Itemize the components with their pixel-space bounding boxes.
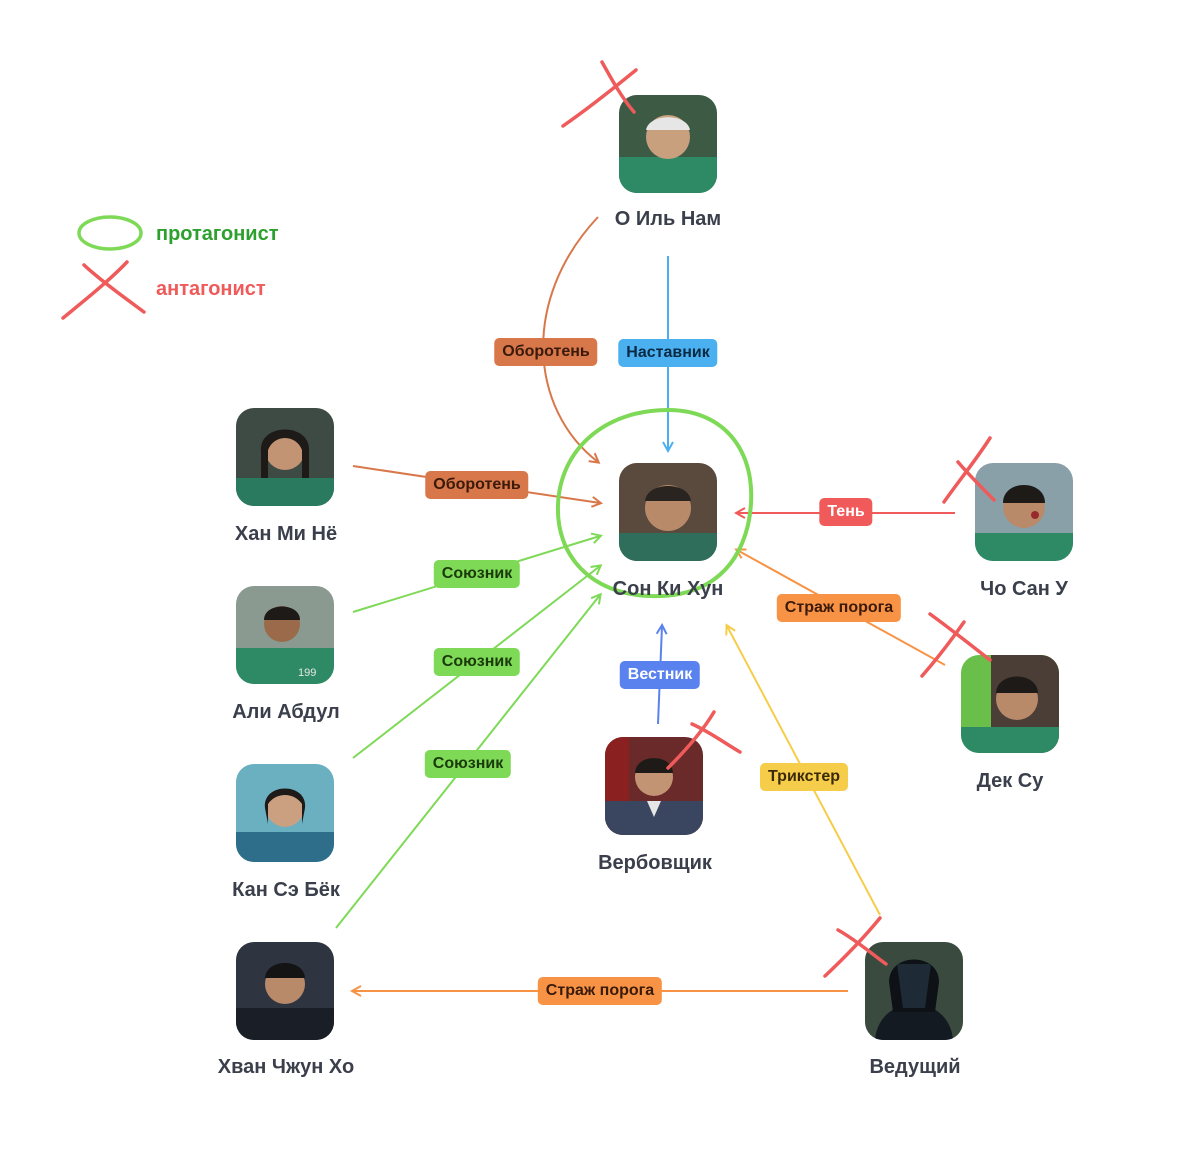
name-recruiter: Вербовщик [598,852,712,874]
name-seong: Сон Ки Хун [612,578,724,600]
label-trickster: Трикстер [760,763,848,791]
label-shadow: Тень [819,498,873,526]
label-ally-kang: Союзник [433,648,521,676]
name-oilnam: О Иль Нам [614,208,722,230]
name-deksu: Дек Су [976,770,1044,792]
photo-kang [236,764,334,862]
label-ally-ali: Союзник [433,560,521,588]
legend-protagonist-circle [77,215,143,251]
label-herald: Вестник [619,661,701,689]
label-werewolf-oilnam: Оборотень [494,338,598,366]
label-mentor: Наставник [618,339,718,367]
svg-text:199: 199 [298,667,316,679]
label-guardian-host: Страж порога [537,977,663,1005]
photo-oilnam [619,95,717,193]
legend-protagonist-label: протагонист [156,223,279,245]
photo-host [865,942,963,1040]
name-kang: Кан Сэ Бёк [232,879,340,901]
name-host: Ведущий [869,1056,961,1078]
photo-hanmine [236,408,334,506]
name-hwang: Хван Чжун Хо [217,1056,355,1078]
name-ali: Али Абдул [232,701,340,723]
name-hanmine: Хан Ми Нё [234,523,338,545]
photo-deksu [961,655,1059,753]
photo-ali: 199 [236,586,334,684]
photo-chosanu [975,463,1073,561]
photo-seong [619,463,717,561]
photo-hwang [236,942,334,1040]
photo-recruiter [605,737,703,835]
legend-antagonist-label: антагонист [156,278,266,300]
protagonist-circle [555,407,754,599]
label-werewolf-hanmine: Оборотень [425,471,529,499]
name-chosanu: Чо Сан У [980,578,1068,600]
label-guardian-deksu: Страж порога [776,594,902,622]
label-ally-hwang: Союзник [424,750,512,778]
legend-antagonist-cross [61,260,146,320]
